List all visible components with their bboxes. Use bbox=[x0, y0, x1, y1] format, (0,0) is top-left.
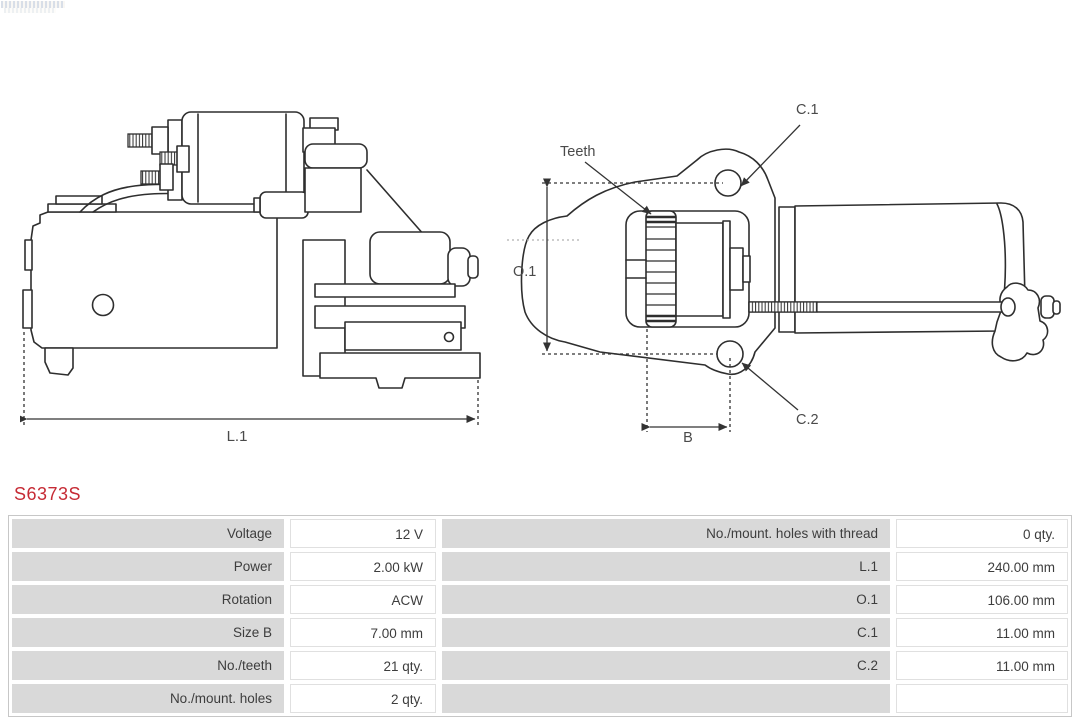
spec-value: 0 qty. bbox=[896, 519, 1068, 548]
spec-value: 11.00 mm bbox=[896, 651, 1068, 680]
spec-row: Voltage 12 V No./mount. holes with threa… bbox=[12, 519, 1068, 548]
spec-label: O.1 bbox=[442, 585, 890, 614]
solenoid bbox=[127, 111, 305, 205]
spec-row: Power 2.00 kW L.1 240.00 mm bbox=[12, 552, 1068, 581]
c2-leader bbox=[741, 362, 799, 411]
spec-value: ACW bbox=[290, 585, 436, 614]
o1-dim-label: O.1 bbox=[513, 264, 536, 280]
bearing-nose bbox=[447, 247, 471, 287]
spec-label: Rotation bbox=[12, 585, 284, 614]
spec-value: 2.00 kW bbox=[290, 552, 436, 581]
spec-label: No./mount. holes with thread bbox=[442, 519, 890, 548]
mounting-foot-left bbox=[44, 347, 74, 376]
drive-end-housing bbox=[253, 117, 481, 389]
spec-value: 7.00 mm bbox=[290, 618, 436, 647]
part-number: S6373S bbox=[14, 484, 82, 504]
connector-block bbox=[259, 191, 309, 219]
spec-label: No./mount. holes bbox=[12, 684, 284, 713]
teeth-leader bbox=[584, 161, 652, 215]
brand-watermark-row2 bbox=[4, 8, 56, 13]
spec-label: C.1 bbox=[442, 618, 890, 647]
spec-label: L.1 bbox=[442, 552, 890, 581]
spec-value: 240.00 mm bbox=[896, 552, 1068, 581]
spec-label: Voltage bbox=[12, 519, 284, 548]
annotations: Teeth C.1 C.2 O.1 B bbox=[507, 102, 819, 446]
diagram-front-view: Teeth C.1 C.2 O.1 B bbox=[507, 102, 1061, 446]
pinion-hub bbox=[675, 220, 751, 319]
spec-row: Size B 7.00 mm C.1 11.00 mm bbox=[12, 618, 1068, 647]
motor-cylinder bbox=[748, 202, 1061, 362]
l1-dimension: L.1 bbox=[20, 332, 479, 445]
brand-watermark bbox=[1, 1, 65, 8]
spec-value: 11.00 mm bbox=[896, 618, 1068, 647]
thread-hatch bbox=[748, 301, 818, 313]
c1-label: C.1 bbox=[796, 102, 819, 118]
mounting-foot-right bbox=[319, 352, 481, 389]
c2-label: C.2 bbox=[796, 412, 819, 428]
spec-table: Voltage 12 V No./mount. holes with threa… bbox=[8, 515, 1072, 717]
diagram-side-view: L.1 bbox=[20, 111, 481, 445]
spec-label: Size B bbox=[12, 618, 284, 647]
l1-dim-label: L.1 bbox=[227, 428, 248, 445]
motor-body bbox=[22, 195, 278, 376]
b-dim-label: B bbox=[683, 430, 693, 446]
spec-row: No./teeth 21 qty. C.2 11.00 mm bbox=[12, 651, 1068, 680]
c2-hole bbox=[716, 340, 744, 368]
body-hole bbox=[91, 293, 115, 317]
terminal-studs bbox=[127, 126, 190, 191]
teeth-label: Teeth bbox=[560, 144, 595, 160]
spec-label: Power bbox=[12, 552, 284, 581]
spec-label: No./teeth bbox=[12, 651, 284, 680]
spec-value: 21 qty. bbox=[290, 651, 436, 680]
spec-label bbox=[442, 684, 890, 713]
spec-value: 12 V bbox=[290, 519, 436, 548]
spec-value bbox=[896, 684, 1068, 713]
rear-bracket bbox=[991, 282, 1049, 362]
c1-leader bbox=[740, 124, 801, 187]
spec-row: Rotation ACW O.1 106.00 mm bbox=[12, 585, 1068, 614]
spec-value: 2 qty. bbox=[290, 684, 436, 713]
spec-value: 106.00 mm bbox=[896, 585, 1068, 614]
spec-label: C.2 bbox=[442, 651, 890, 680]
spec-row: No./mount. holes 2 qty. bbox=[12, 684, 1068, 713]
